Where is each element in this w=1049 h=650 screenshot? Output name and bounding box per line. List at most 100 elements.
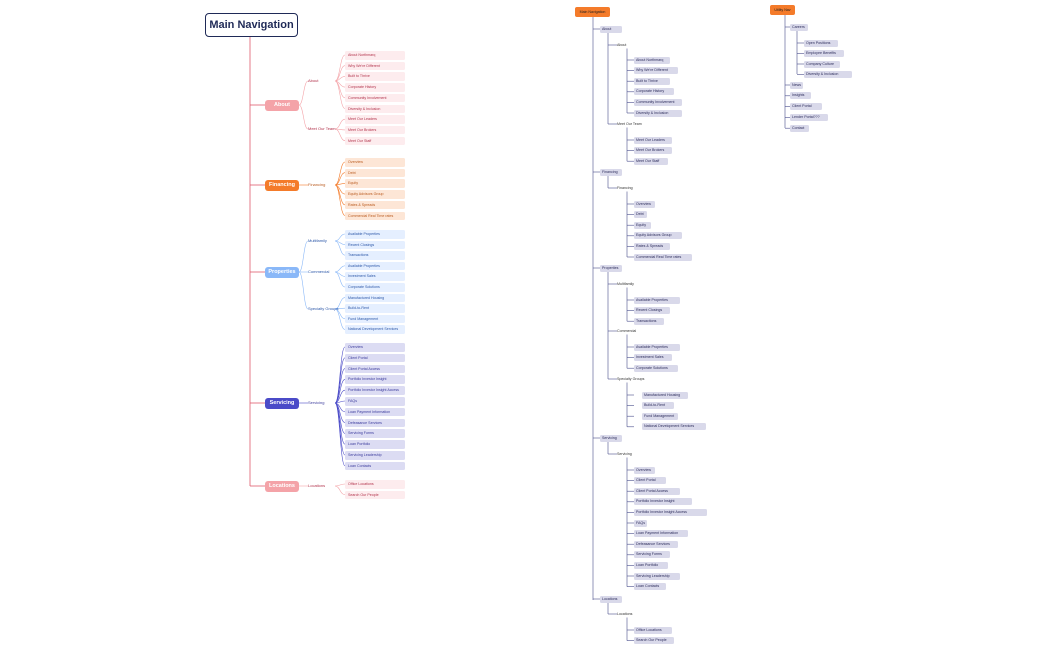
tree-item: Community Involvement bbox=[634, 98, 683, 106]
leaf-item: Servicing Forms bbox=[345, 429, 405, 438]
leaf-item: Built to Thrive bbox=[345, 72, 405, 81]
section-locations: Locations bbox=[600, 595, 622, 603]
tree-item: Portfolio Investor Insight Access bbox=[634, 508, 707, 516]
tree-item: Equity Advisors Group bbox=[634, 232, 683, 240]
group-item-curve bbox=[334, 271, 346, 288]
leaf-item: Why We're Different bbox=[345, 61, 405, 71]
tree-item: Debt bbox=[634, 211, 648, 219]
group-item-curve bbox=[334, 184, 346, 216]
group-item-curve bbox=[334, 128, 346, 141]
leaf-item: Equity Advisors Group bbox=[345, 190, 405, 199]
utility-item: News bbox=[790, 81, 804, 89]
leaf-item: Meet Our Brokers bbox=[345, 125, 405, 135]
tree-item: Equity bbox=[634, 221, 652, 229]
group-label: Servicing bbox=[617, 451, 632, 456]
tree-item: Fund Management bbox=[642, 412, 678, 420]
group-item-curve bbox=[334, 54, 346, 82]
leaf-item: Servicing Leadership bbox=[345, 451, 405, 460]
tree-item: Build-to-Rent bbox=[642, 402, 674, 410]
category-group-curve bbox=[298, 80, 309, 106]
leaf-item: FAQs bbox=[345, 397, 405, 406]
utility-item: Insights bbox=[790, 92, 812, 100]
tree-item: Loan Payment Information bbox=[634, 530, 689, 538]
group-item-curve bbox=[334, 65, 346, 82]
group-label: Financing bbox=[617, 185, 633, 190]
leaf-item: Client Portal bbox=[345, 353, 405, 363]
group-item-curve bbox=[334, 118, 346, 130]
group-label: About bbox=[617, 42, 627, 47]
group-label: Multifamily bbox=[617, 281, 634, 286]
tree-item: Available Properties bbox=[634, 296, 680, 304]
leaf-item: Available Properties bbox=[345, 261, 405, 271]
category-about: About bbox=[265, 99, 299, 111]
group-item-curve bbox=[334, 402, 346, 467]
leaf-item: Client Portal Access bbox=[345, 364, 405, 374]
tree-item: National Development Services bbox=[642, 423, 707, 431]
group-item-curve bbox=[334, 80, 346, 109]
tree-item: Meet Our Brokers bbox=[634, 147, 672, 155]
group-label: Locations bbox=[617, 611, 633, 616]
tree-item: Rates & Spreads bbox=[634, 242, 670, 250]
tree-item: Defeasance Services bbox=[634, 540, 678, 548]
middle-root-node: Main Navigation bbox=[575, 7, 610, 17]
tree-item: Client Portal Access bbox=[634, 487, 680, 495]
leaf-item: Investment Sales bbox=[345, 272, 405, 281]
group-label: Financing bbox=[308, 182, 326, 187]
tree-item: Corporate Solutions bbox=[634, 364, 678, 372]
leaf-item: Equity bbox=[345, 179, 405, 188]
group-item-curve bbox=[334, 240, 346, 256]
tree-item: Meet Our Staff bbox=[634, 157, 668, 165]
leaf-item: National Development Services bbox=[345, 325, 405, 334]
utility-item: Contact bbox=[790, 124, 810, 132]
tree-item: Servicing Forms bbox=[634, 551, 670, 559]
section-financing: Financing bbox=[600, 168, 622, 176]
tree-item: Why We're Different bbox=[634, 67, 678, 75]
tree-item: FAQs bbox=[634, 519, 648, 527]
category-servicing: Servicing bbox=[265, 397, 299, 409]
leaf-item: Loan Portfolio bbox=[345, 440, 405, 449]
leaf-item: Meet Our Staff bbox=[345, 136, 405, 146]
tree-item: Loan Portfolio bbox=[634, 561, 668, 569]
category-group-curve bbox=[298, 271, 309, 310]
careers-item: Employee Benefits bbox=[804, 50, 844, 57]
group-item-curve bbox=[334, 379, 346, 404]
section-properties: Properties bbox=[600, 264, 622, 272]
group-item-curve bbox=[334, 172, 346, 186]
tree-item: Overview bbox=[634, 200, 656, 208]
group-label: Specialty Groups bbox=[617, 376, 645, 381]
leaf-item: Diversity & Inclusion bbox=[345, 104, 405, 113]
careers-item: Company Culture bbox=[804, 60, 840, 68]
leaf-item: Office Locations bbox=[345, 480, 405, 489]
leaf-item: Build-to-Rent bbox=[345, 304, 405, 313]
leaf-item: Meet Our Leaders bbox=[345, 115, 405, 124]
utility-root-node: Utility Nav bbox=[770, 5, 795, 15]
careers-item: Open Positions bbox=[804, 39, 838, 47]
leaf-item: Commercial Real Time rates bbox=[345, 211, 405, 220]
group-item-curve bbox=[334, 308, 346, 330]
group-label: Servicing bbox=[308, 400, 325, 405]
leaf-item: Recent Closings bbox=[345, 240, 405, 250]
group-label: Meet Our Team bbox=[308, 126, 336, 131]
leaf-item: Corporate History bbox=[345, 83, 405, 92]
tree-item: Meet Our Leaders bbox=[634, 136, 672, 144]
tree-item: Commercial Real Time rates bbox=[634, 253, 693, 261]
group-item-curve bbox=[334, 402, 346, 456]
group-label: About bbox=[308, 78, 319, 83]
leaf-item: Corporate Solutions bbox=[345, 283, 405, 292]
leaf-item: Portfolio Investor Insight bbox=[345, 375, 405, 384]
section-servicing: Servicing bbox=[600, 434, 622, 442]
tree-item: Diversity & Inclusion bbox=[634, 109, 683, 117]
category-group-curve bbox=[298, 104, 309, 130]
leaf-item: Available Properties bbox=[345, 230, 405, 239]
leaf-item: Loan Payment Information bbox=[345, 407, 405, 417]
leaf-item: Transactions bbox=[345, 251, 405, 260]
group-item-curve bbox=[334, 389, 346, 404]
leaf-item: Debt bbox=[345, 168, 405, 178]
group-item-curve bbox=[334, 485, 346, 495]
leaf-item: Search Our People bbox=[345, 490, 405, 500]
leaf-item: About Northmarq bbox=[345, 51, 405, 60]
utility-item: Client Portal bbox=[790, 103, 822, 111]
group-label: Meet Our Team bbox=[617, 121, 642, 126]
main-navigation-title: Main Navigation bbox=[205, 13, 298, 37]
